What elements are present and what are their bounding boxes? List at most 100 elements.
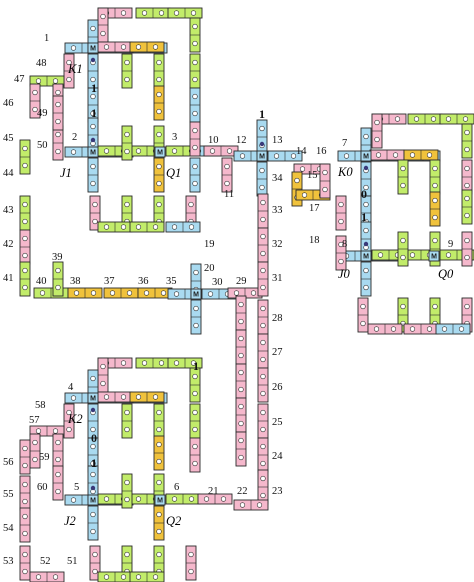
marker-box <box>87 494 99 506</box>
tile-dot <box>126 290 133 296</box>
tile-dot <box>22 162 28 169</box>
qca-tile <box>203 145 239 157</box>
qca-tile <box>19 261 31 297</box>
tile-dot <box>192 426 198 433</box>
tile-dot <box>90 76 96 83</box>
tile-dot <box>103 224 110 230</box>
qca-tile <box>153 53 165 89</box>
tile-dot <box>135 44 142 50</box>
tile-dot <box>156 131 162 138</box>
qca-tile <box>397 231 409 267</box>
tile-dot <box>400 182 406 189</box>
tile-dot <box>224 180 230 187</box>
marker-box <box>154 494 166 506</box>
tile-dot <box>458 326 465 332</box>
tile-dot <box>35 574 42 580</box>
marker-letter: M <box>157 150 163 157</box>
tile-dot <box>156 91 162 98</box>
tile-dot <box>192 40 198 47</box>
tile-dot <box>192 93 198 100</box>
qca-tile <box>103 287 139 299</box>
tile-dot <box>192 23 198 30</box>
qca-tile <box>67 287 103 299</box>
tile-dot <box>430 116 437 122</box>
tile-dot <box>103 44 110 50</box>
tile-dot <box>103 574 110 580</box>
tile-dot <box>55 471 61 478</box>
qca-tile <box>29 571 65 582</box>
tile-dot <box>158 10 165 16</box>
tile-dot <box>124 59 130 66</box>
tile-dot <box>238 420 244 427</box>
tile-dot <box>192 127 198 134</box>
tile-dot <box>238 403 244 410</box>
tile-dot <box>124 479 130 486</box>
tile-dot <box>464 182 470 189</box>
tile-dot <box>124 148 130 155</box>
qca-tile <box>129 571 165 582</box>
qca-tile <box>19 507 31 543</box>
tile-dot <box>90 110 96 117</box>
qca-tile <box>335 235 347 271</box>
junction-marker: M <box>190 288 202 300</box>
tile-dot <box>152 224 159 230</box>
tile-dot <box>90 123 96 130</box>
tile-dot <box>70 395 77 401</box>
cell-number: 47 <box>14 74 25 85</box>
tile-dot <box>90 511 96 518</box>
tile-dot <box>464 303 470 310</box>
tile-dot <box>92 551 98 558</box>
tile-dot <box>464 165 470 172</box>
tile-dot <box>238 318 244 325</box>
polarity-label: 1 <box>91 456 97 470</box>
tile-dot <box>120 44 127 50</box>
tile-dot <box>239 153 246 159</box>
junction-marker: M <box>87 392 99 404</box>
qca-tile <box>257 299 269 335</box>
tile-dot <box>35 78 42 84</box>
tile-dot <box>322 186 328 193</box>
qca-tile <box>429 159 441 195</box>
qca-tile <box>371 113 383 149</box>
tile-dot <box>32 456 38 463</box>
tile-dot <box>203 496 210 502</box>
qca-tile <box>153 85 165 121</box>
marker-dot <box>90 57 96 63</box>
tile-dot <box>100 380 106 387</box>
tile-dot <box>192 163 198 170</box>
polarity-label: 1 <box>361 210 367 224</box>
tile-dot <box>392 152 399 158</box>
junction-marker: M <box>154 494 166 506</box>
tile-dot <box>152 44 159 50</box>
marker-box <box>87 42 99 54</box>
tile-dot <box>156 426 162 433</box>
tile-dot <box>92 201 98 208</box>
qca-tile <box>63 403 75 439</box>
qca-tile <box>29 425 65 437</box>
qca-tile <box>189 17 201 53</box>
tile-dot <box>156 108 162 115</box>
cell-number: 10 <box>208 135 219 146</box>
tile-dot <box>55 267 61 274</box>
marker-letter: M <box>259 154 265 161</box>
qca-tile <box>129 221 165 233</box>
junction-marker: M <box>428 250 440 262</box>
tile-dot <box>394 116 401 122</box>
tile-dot <box>441 326 448 332</box>
tile-dot <box>70 149 77 155</box>
marker-box <box>190 288 202 300</box>
tile-dot <box>238 335 244 342</box>
tile-dot <box>160 290 167 296</box>
junction-label-j2: J2 <box>64 514 76 528</box>
tile-dot <box>22 445 28 452</box>
tile-dot <box>55 89 61 96</box>
qca-tile <box>153 505 165 541</box>
tile-dot <box>124 426 130 433</box>
qca-tile <box>189 367 201 403</box>
qca-tile <box>167 357 203 369</box>
tile-dot <box>135 496 142 502</box>
qca-tile <box>153 435 165 471</box>
cell-number: 2 <box>72 132 77 143</box>
cell-number: 9 <box>448 239 453 250</box>
